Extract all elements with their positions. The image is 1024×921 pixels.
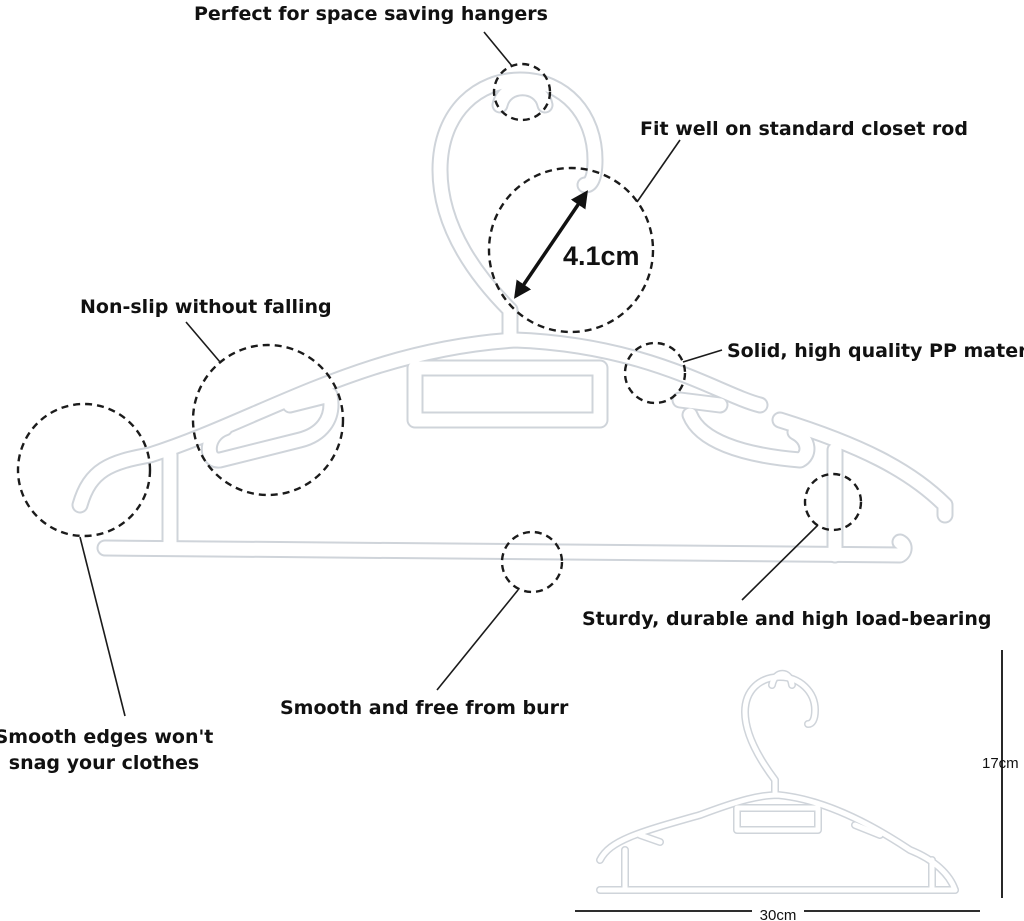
callout-closet-rod: Fit well on standard closet rod — [640, 118, 968, 140]
small-hanger — [596, 669, 959, 894]
strut-circle — [803, 472, 863, 532]
main-hanger — [71, 71, 954, 564]
width-dimension-label: 30cm — [760, 907, 797, 921]
callout-sturdy: Sturdy, durable and high load-bearing — [582, 608, 991, 630]
leader-closet-rod — [636, 139, 681, 203]
non-slip-circle — [191, 343, 345, 497]
callout-space-saving: Perfect for space saving hangers — [194, 3, 548, 25]
leader-sturdy — [741, 524, 819, 601]
leader-pp-material — [682, 349, 723, 363]
leader-burr — [436, 589, 519, 691]
callout-smooth-edges-line1: Smooth edges won't — [0, 726, 213, 748]
leader-smooth-edges — [79, 536, 126, 717]
left-edge-circle — [16, 402, 152, 538]
pp-material-circle — [623, 341, 687, 405]
callout-pp-material: Solid, high quality PP material — [727, 340, 1024, 362]
hook-top-circle — [492, 62, 552, 122]
callout-smooth-edges-line2: snag your clothes — [9, 752, 199, 774]
leader-non-slip — [185, 321, 221, 363]
callout-non-slip: Non-slip without falling — [80, 296, 332, 318]
leader-space-saving — [483, 31, 513, 67]
callout-smooth-burr: Smooth and free from burr — [280, 697, 569, 719]
height-dimension-label: 17cm — [982, 755, 1019, 772]
hook-opening-circle — [487, 166, 655, 334]
burr-circle — [500, 530, 564, 594]
hook-opening-measure: 4.1cm — [563, 241, 640, 271]
hook-opening-arrow — [514, 190, 588, 299]
